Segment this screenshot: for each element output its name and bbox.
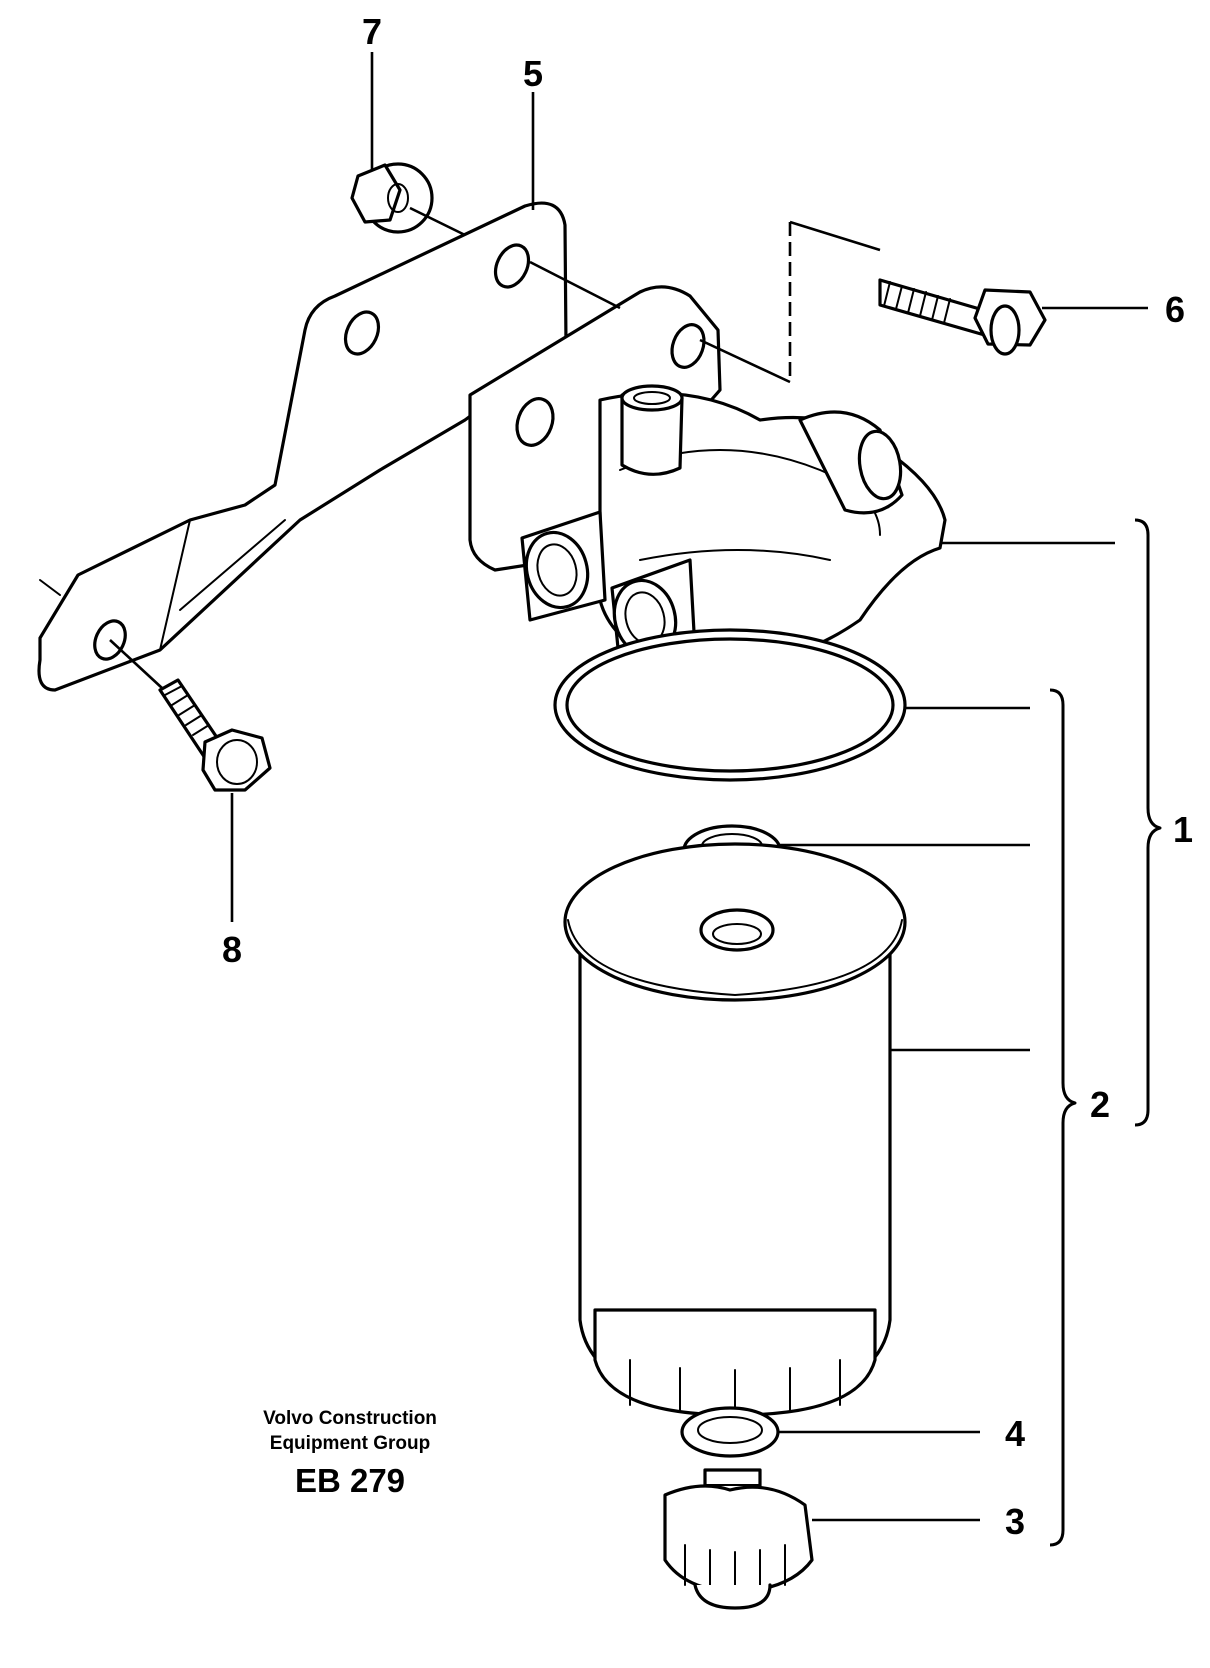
bolt-8 <box>109 639 272 792</box>
callout-8: 8 <box>222 929 242 970</box>
callout-3: 3 <box>1005 1501 1025 1542</box>
callout-4: 4 <box>1005 1413 1025 1454</box>
callout-6: 6 <box>1165 289 1185 330</box>
callout-2: 2 <box>1090 1084 1110 1125</box>
bolt-6 <box>878 278 1047 356</box>
brace-2 <box>1049 688 1077 1547</box>
callout-5: 5 <box>523 53 543 94</box>
brace-1 <box>1134 518 1162 1127</box>
filter-cartridge <box>563 842 907 1417</box>
drain-seal-4 <box>680 1406 780 1458</box>
caption-line-2: Equipment Group <box>269 1433 431 1454</box>
nut-7 <box>350 162 434 234</box>
filter-head <box>468 285 947 670</box>
o-ring <box>553 628 907 782</box>
leader-lines <box>230 52 1148 1522</box>
manufacturer-caption: Volvo Construction Equipment Group EB 27… <box>200 1406 500 1504</box>
caption-line-1: Volvo Construction <box>263 1408 437 1429</box>
diagram-code: EB 279 <box>294 1462 406 1499</box>
callout-7: 7 <box>362 11 382 52</box>
callout-1: 1 <box>1173 809 1193 850</box>
drain-plug-3 <box>663 1468 814 1610</box>
